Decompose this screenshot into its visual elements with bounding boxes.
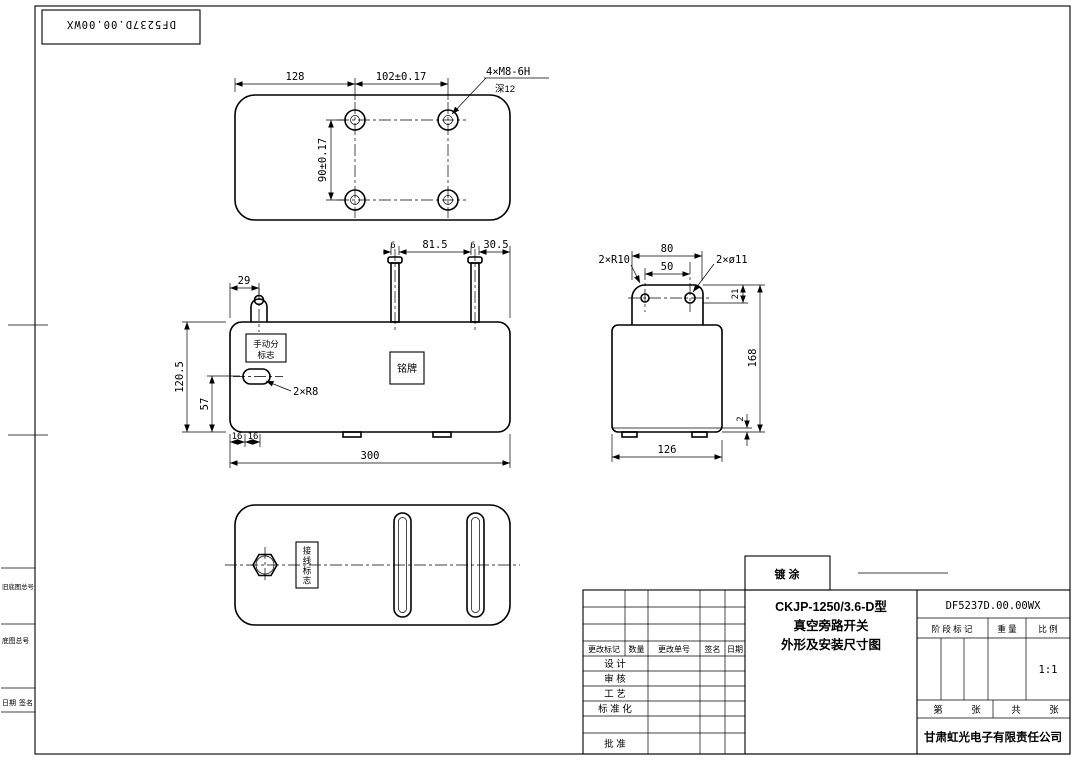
dim-80: 80 bbox=[661, 243, 674, 255]
manual-mark-box: 手动分 标志 bbox=[245, 333, 287, 363]
margin-labels: 旧底图总号 底图总号 日期 签名 bbox=[1, 567, 35, 713]
product-name: 真空旁路开关 bbox=[793, 618, 869, 633]
nameplate-box: 铭牌 bbox=[389, 351, 425, 385]
sheet-unit: 张 bbox=[971, 705, 981, 716]
dim-29: 29 bbox=[238, 275, 251, 287]
title-block: 镀 涂 更改标记 数量 更改单号 签名 日期 设 计 审 核 bbox=[582, 555, 1071, 755]
dim-102: 102±0.17 bbox=[376, 71, 427, 83]
scale-label: 比 例 bbox=[1038, 624, 1057, 634]
drawing-title: 外形及安装尺寸图 bbox=[780, 637, 881, 652]
dim-81-5: 81.5 bbox=[422, 239, 447, 251]
product-model: CKJP-1250/3.6-D型 bbox=[775, 599, 887, 614]
stage-mark-label: 阶 段 标 记 bbox=[931, 624, 973, 634]
dim-300: 300 bbox=[361, 450, 380, 462]
dim-168: 168 bbox=[747, 349, 759, 368]
weight-label: 重 量 bbox=[997, 624, 1017, 634]
stamp-box: DF5237D.00.00WX bbox=[41, 9, 201, 45]
manual-mark-line2: 标志 bbox=[257, 350, 275, 360]
dim-21: 21 bbox=[731, 289, 741, 300]
total-label: 共 bbox=[1011, 705, 1021, 716]
drawing-number: DF5237D.00.00WX bbox=[946, 600, 1042, 612]
dim-30-5: 30.5 bbox=[483, 239, 508, 251]
old-master-no-label: 旧底图总号 bbox=[2, 582, 34, 591]
coating-label: 镀 涂 bbox=[774, 567, 800, 581]
bottom-slots bbox=[393, 512, 485, 618]
top-view: 128 102±0.17 90±0.17 4×M8-6H 深12 bbox=[234, 66, 549, 221]
scale-value: 1:1 bbox=[1039, 664, 1058, 676]
total-unit: 张 bbox=[1049, 705, 1059, 716]
product-name-cell: CKJP-1250/3.6-D型 真空旁路开关 外形及安装尺寸图 bbox=[775, 599, 887, 652]
company-name: 甘肃虹光电子有限责任公司 bbox=[924, 730, 1062, 744]
rev-qty-header: 数量 bbox=[629, 644, 645, 654]
dim-120-5: 120.5 bbox=[174, 361, 186, 393]
margin-date-label: 日期 bbox=[2, 699, 16, 707]
dim-16-b: 16 bbox=[248, 432, 259, 442]
callout-r10: 2×R10 bbox=[598, 254, 630, 266]
margin-sign-label: 签名 bbox=[19, 698, 33, 707]
role-standard: 标 准 化 bbox=[598, 703, 632, 715]
rev-date-header: 日期 bbox=[727, 645, 743, 654]
front-slot: 2×R8 bbox=[233, 368, 318, 398]
role-approve: 批 准 bbox=[604, 738, 626, 750]
dim-6-right: 6 bbox=[470, 241, 475, 251]
dim-50: 50 bbox=[661, 261, 674, 273]
stamp-number: DF5237D.00.00WX bbox=[66, 18, 176, 30]
rev-doc-header: 更改单号 bbox=[658, 644, 690, 654]
role-check: 审 核 bbox=[604, 673, 626, 685]
master-no-label: 底图总号 bbox=[2, 636, 29, 645]
side-view-dimensions: 80 50 2×R10 2×ø11 21 168 2 126 bbox=[598, 243, 765, 462]
sheet-label: 第 bbox=[933, 704, 943, 716]
top-view-centerlines bbox=[337, 102, 466, 218]
bushing bbox=[250, 288, 268, 332]
dim-16-a: 16 bbox=[232, 432, 243, 442]
role-process: 工 艺 bbox=[604, 689, 626, 700]
slot-callout: 2×R8 bbox=[293, 386, 318, 398]
terminal-mark-label: 接线标志 bbox=[302, 545, 312, 586]
rev-mark-header: 更改标记 bbox=[588, 644, 620, 654]
manual-mark-line1: 手动分 bbox=[253, 339, 279, 349]
dim-6-left: 6 bbox=[390, 241, 395, 251]
dim-2: 2 bbox=[736, 416, 746, 421]
bottom-view: 接线标志 bbox=[225, 504, 520, 626]
hex-bolt bbox=[252, 547, 278, 583]
role-design: 设 计 bbox=[604, 658, 626, 670]
rev-sign-header: 签名 bbox=[705, 644, 721, 654]
dim-128: 128 bbox=[286, 71, 305, 83]
terminal-posts bbox=[387, 249, 483, 332]
dim-90: 90±0.17 bbox=[317, 138, 329, 182]
callout-d11: 2×ø11 bbox=[716, 254, 748, 266]
thread-depth: 深12 bbox=[495, 84, 515, 95]
dim-126: 126 bbox=[658, 444, 677, 456]
top-view-dimensions: 128 102±0.17 90±0.17 4×M8-6H 深12 bbox=[234, 66, 549, 201]
nameplate-label: 铭牌 bbox=[397, 362, 417, 375]
revision-table: 更改标记 数量 更改单号 签名 日期 设 计 审 核 工 艺 标 准 化 批 准 bbox=[583, 590, 745, 754]
thread-callout: 4×M8-6H bbox=[486, 66, 530, 78]
terminal-mark-box: 接线标志 bbox=[295, 541, 319, 589]
dim-57: 57 bbox=[199, 398, 211, 411]
title-right-cells: DF5237D.00.00WX 阶 段 标 记 重 量 比 例 1:1 第 张 … bbox=[917, 600, 1070, 744]
side-view: 80 50 2×R10 2×ø11 21 168 2 126 bbox=[598, 243, 765, 462]
sheet-frame bbox=[8, 5, 1071, 755]
front-view-dimensions: 29 6 81.5 6 30.5 120.5 57 bbox=[174, 239, 511, 468]
front-view: 手动分 标志 铭牌 2×R8 29 bbox=[174, 239, 511, 468]
mounting-holes bbox=[344, 109, 459, 211]
